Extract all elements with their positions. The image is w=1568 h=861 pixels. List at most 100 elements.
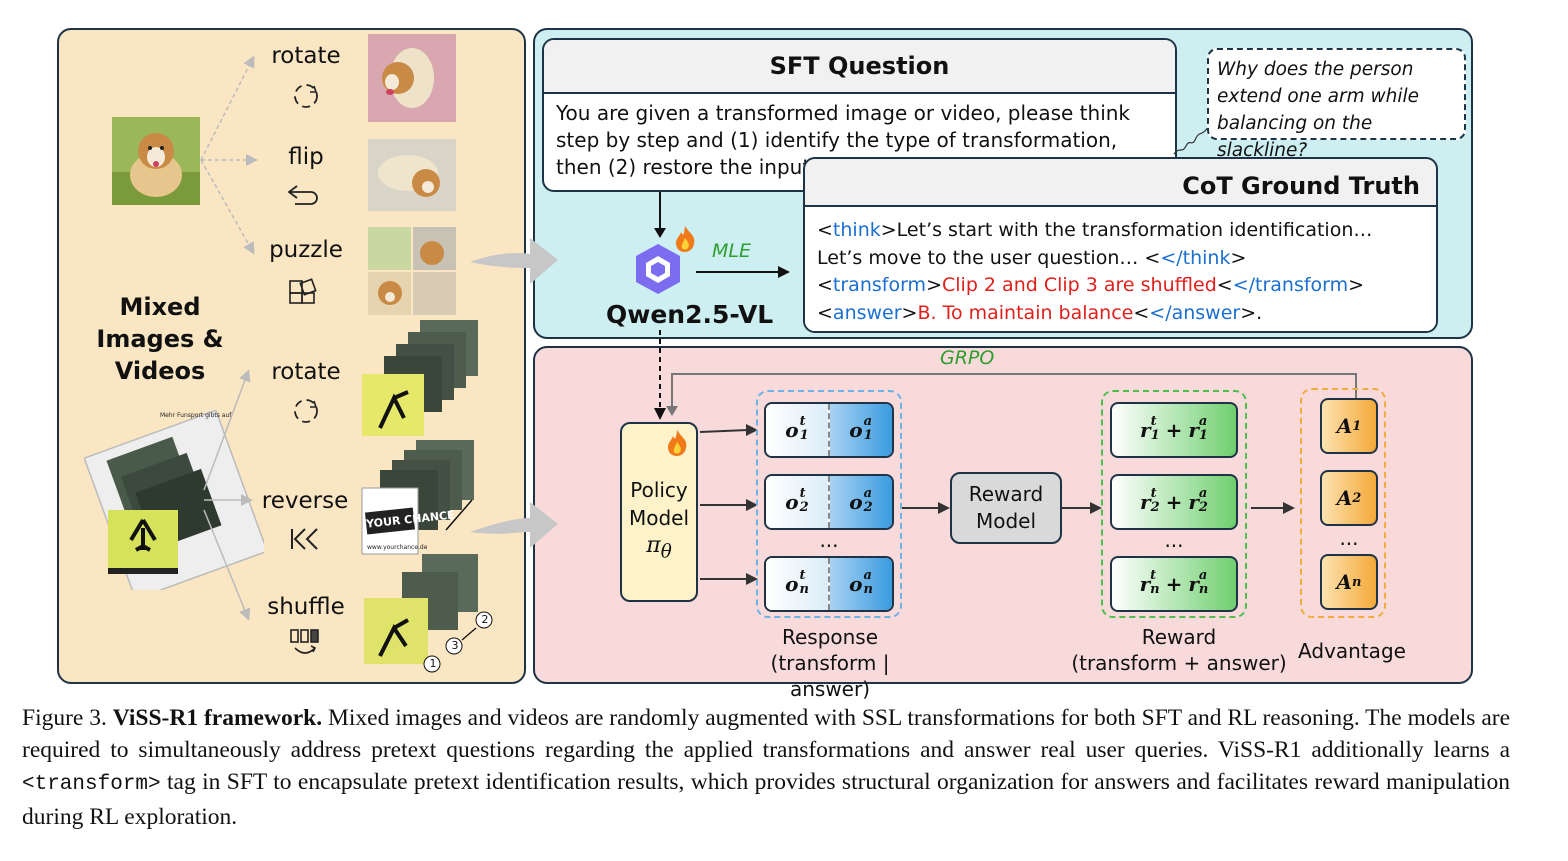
op-label-rotate: rotate xyxy=(271,43,341,69)
think-close-tag: </think xyxy=(1160,246,1231,269)
think-tag: think xyxy=(832,219,881,241)
image-op-arrows xyxy=(200,55,258,255)
sft-question-line: You are given a transformed image or vid… xyxy=(556,101,1131,125)
o: o xyxy=(785,572,799,596)
transform-text: Clip 2 and Clip 3 are shuffled xyxy=(942,274,1217,296)
answer-tag: answer xyxy=(832,301,902,324)
reverse-icon xyxy=(291,528,318,550)
sup: t xyxy=(799,568,806,583)
answer-close-tag: </answer xyxy=(1149,301,1241,324)
caption-text-2: tag in SFT to encapsulate pretext identi… xyxy=(22,769,1511,830)
gt: > xyxy=(1230,246,1247,269)
response-group xyxy=(756,390,902,618)
caption-bold: ViSS-R1 framework. xyxy=(112,705,323,731)
cot-line-3: < transform > Clip 2 and Clip 3 are shuffle… xyxy=(817,272,1424,300)
poster-footer: www.yourchance.de xyxy=(367,544,428,551)
think-text: Let’s start with the transformation iden… xyxy=(896,219,1373,241)
r: r xyxy=(1139,572,1151,596)
policy-symbol: πθ xyxy=(622,532,696,566)
op-label-puzzle: puzzle xyxy=(269,237,343,263)
sup: t xyxy=(799,414,806,429)
qwen-logo xyxy=(636,244,680,294)
gt: > xyxy=(1348,274,1365,296)
reward-model-line-2: Model xyxy=(975,509,1037,533)
sub: n xyxy=(1150,582,1160,597)
o: o xyxy=(849,418,863,442)
cot-ground-truth-box: CoT Ground Truth <think>Let’s start with… xyxy=(803,157,1438,333)
flipped-dog-image xyxy=(368,139,456,211)
figure-caption: Figure 3. ViSS-R1 framework. Mixed image… xyxy=(22,702,1510,833)
sft-question-title: SFT Question xyxy=(544,40,1175,94)
sub: 1 xyxy=(863,428,873,443)
policy-line-2: Model xyxy=(628,506,690,530)
op-label-video-rotate: rotate xyxy=(271,359,341,385)
sup: a xyxy=(863,486,873,501)
response-label-title: Response xyxy=(781,625,879,649)
caption-text-1: Mixed images and videos are randomly aug… xyxy=(22,705,1511,763)
mixed-title-line-2: Images & xyxy=(96,325,224,353)
sub: 2 xyxy=(1198,500,1208,515)
source-dog-image xyxy=(112,117,200,205)
rotated-dog-image xyxy=(368,34,456,122)
user-question-line: balancing on the slackline? xyxy=(1217,113,1373,161)
flip-icon xyxy=(287,185,318,205)
policy-line-1: Policy xyxy=(630,478,688,502)
reward-model-line-1: Reward xyxy=(968,482,1044,506)
puzzle-icon xyxy=(289,278,317,304)
r: r xyxy=(1188,418,1199,442)
sup: a xyxy=(1198,414,1208,429)
shuffle-order-3: 3 xyxy=(451,639,459,652)
theta: θ xyxy=(660,541,672,563)
sup: t xyxy=(1150,568,1157,583)
sup: a xyxy=(1198,486,1208,501)
user-question-line: Why does the person xyxy=(1217,59,1414,80)
response-label-sub: (transform | answer) xyxy=(770,651,890,701)
lt: < xyxy=(817,301,833,324)
reward-to-advantage-arrow xyxy=(1251,502,1295,514)
gt: > xyxy=(880,219,897,241)
model-to-policy-arrow xyxy=(654,330,666,420)
question-connector xyxy=(1173,123,1211,155)
think-text-2: Let’s move to the user question… xyxy=(817,246,1145,269)
lt: < xyxy=(1216,274,1233,296)
poster-subtext: Mehr Funsport gibts auf xyxy=(160,412,232,419)
puzzle-dog-image xyxy=(368,227,456,315)
model-name: Qwen2.5-VL xyxy=(606,300,774,329)
rotate-icon xyxy=(294,399,318,423)
r: r xyxy=(1140,418,1151,442)
lt: < xyxy=(1144,246,1161,269)
advantage-ellipsis: ... xyxy=(1339,526,1359,550)
sup: a xyxy=(863,414,873,429)
sub: n xyxy=(799,582,809,597)
o: o xyxy=(785,490,799,514)
mixed-title-line-3: Videos xyxy=(114,357,206,385)
transform-tag: transform xyxy=(832,274,927,296)
plus: + xyxy=(1165,572,1183,596)
reward-label: Reward (transform + answer) xyxy=(1068,624,1290,676)
r: r xyxy=(1188,490,1199,514)
pi: π xyxy=(646,533,661,558)
policy-model: Policy Model πθ xyxy=(620,422,698,602)
shuffle-order-1: 1 xyxy=(429,657,437,670)
r: r xyxy=(1188,572,1199,596)
flow-arrow-to-rl xyxy=(470,502,558,548)
gt: > xyxy=(901,301,918,324)
op-label-shuffle: shuffle xyxy=(267,594,345,620)
end: >. xyxy=(1240,301,1263,324)
cot-line-2: Let’s move to the user question… <</thin… xyxy=(817,245,1424,273)
sub: 2 xyxy=(1352,490,1362,506)
sub: n xyxy=(1198,582,1209,597)
sup: a xyxy=(863,568,872,583)
policy-to-response-arrows xyxy=(699,424,758,585)
